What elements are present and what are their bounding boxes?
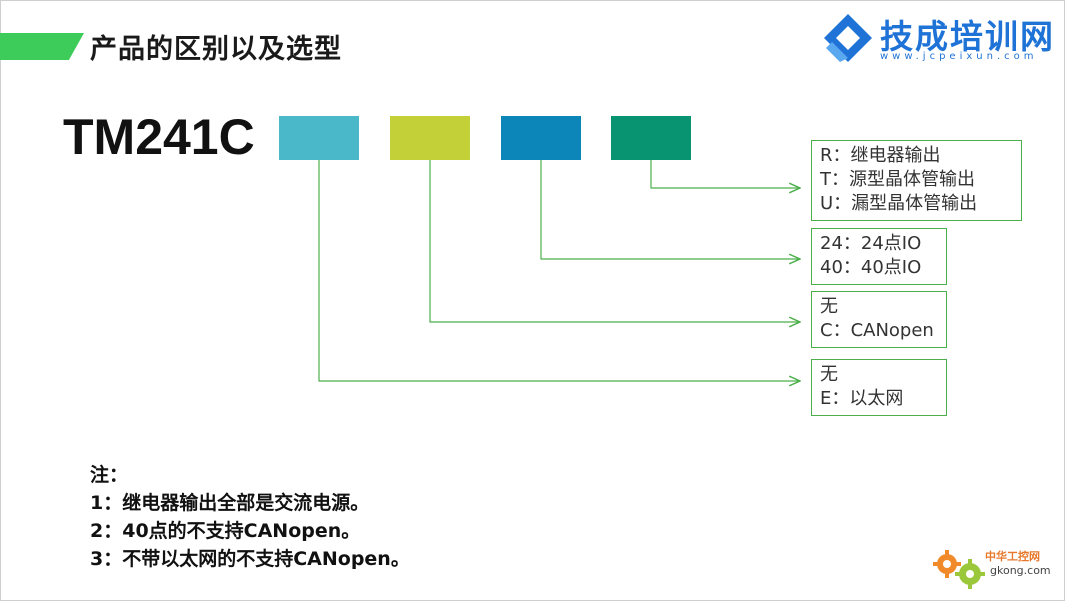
option-line: 24：24点IO: [820, 233, 922, 254]
connector-ethernet: [318, 160, 800, 381]
notes-heading: 注：: [90, 464, 129, 486]
option-box-output: R：继电器输出 T：源型晶体管输出 U：漏型晶体管输出: [811, 140, 1022, 221]
note-item: 2：40点的不支持CANopen。: [90, 520, 361, 542]
option-line: C：CANopen: [820, 320, 934, 341]
option-line: E：以太网: [820, 388, 904, 409]
notes-block: 注： 1：继电器输出全部是交流电源。 2：40点的不支持CANopen。 3：不…: [90, 461, 410, 573]
code-box-2: [390, 116, 470, 160]
logo-name: 技成培训网: [880, 17, 1055, 56]
note-item: 3：不带以太网的不支持CANopen。: [90, 548, 410, 570]
model-number: TM241C: [63, 109, 255, 165]
note-item: 1：继电器输出全部是交流电源。: [90, 492, 370, 514]
title-accent-bar: [0, 33, 84, 60]
code-box-4: [611, 116, 691, 160]
logo-url: www.jcpeixun.com: [880, 51, 1038, 62]
footer-url: gkong.com: [990, 564, 1051, 577]
diamond-logo-icon: [824, 14, 872, 62]
code-box-1: [279, 116, 359, 160]
option-box-canopen: 无 C：CANopen: [811, 291, 947, 348]
page-title: 产品的区别以及选型: [90, 34, 342, 65]
option-line: 无: [820, 296, 838, 317]
footer-name: 中华工控网: [985, 550, 1040, 563]
connector-canopen: [429, 160, 800, 322]
option-line: 40：40点IO: [820, 257, 922, 278]
gear-icon: [933, 550, 985, 589]
code-box-3: [501, 116, 581, 160]
option-line: T：源型晶体管输出: [820, 169, 975, 190]
connector-io: [540, 160, 800, 259]
footer-watermark: 中华工控网 gkong.com: [930, 542, 1060, 594]
option-line: U：漏型晶体管输出: [820, 193, 978, 214]
brand-logo: 技成培训网 www.jcpeixun.com: [822, 8, 1062, 68]
option-line: R：继电器输出: [820, 145, 941, 166]
option-box-io: 24：24点IO 40：40点IO: [811, 228, 947, 285]
option-line: 无: [820, 364, 838, 385]
option-box-ethernet: 无 E：以太网: [811, 359, 947, 416]
connector-output: [650, 160, 800, 188]
